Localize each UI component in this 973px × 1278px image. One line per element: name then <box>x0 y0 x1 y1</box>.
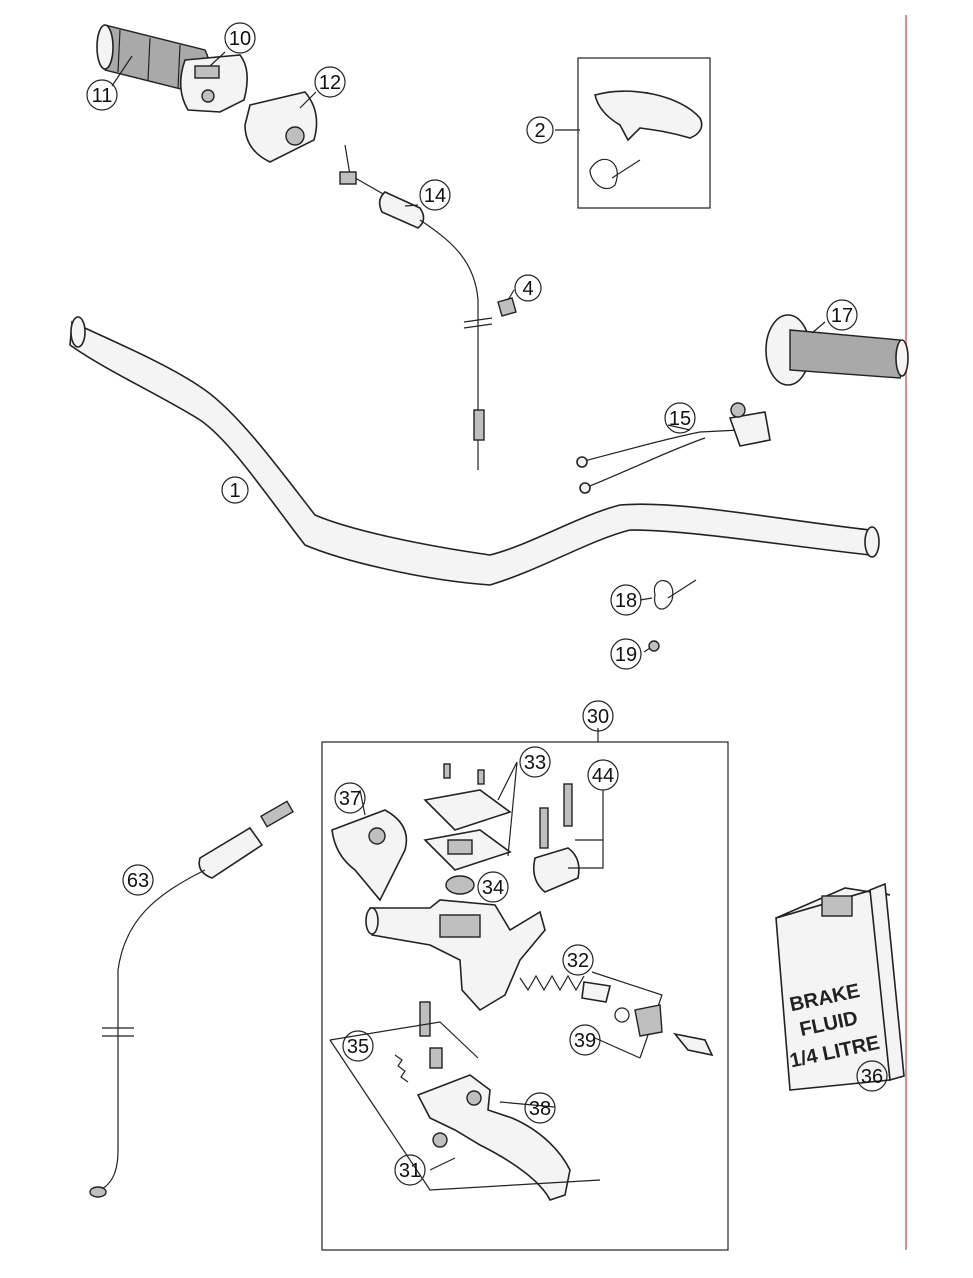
callout-37: 37 <box>334 782 366 814</box>
piston-spring-part <box>519 971 663 1059</box>
left-grip-part <box>765 314 909 386</box>
callout-11-label: 11 <box>92 85 113 107</box>
callout-36-label: 36 <box>861 1066 883 1088</box>
callout-10: 10 <box>224 22 256 54</box>
callout-44-label: 44 <box>592 765 614 787</box>
brake-lever-part <box>329 1039 601 1201</box>
callout-32-label: 32 <box>567 950 589 972</box>
callout-37-label: 37 <box>339 788 361 810</box>
callout-39-label: 39 <box>574 1030 596 1052</box>
callout-15-label: 15 <box>669 408 691 430</box>
master-cylinder-body-part <box>365 899 546 1012</box>
callout-14-label: 14 <box>424 185 446 207</box>
throttle-cable-part <box>339 144 493 470</box>
callout-38-label: 38 <box>529 1098 551 1120</box>
callout-30: 30 <box>582 700 614 732</box>
callout-44: 44 <box>587 759 619 791</box>
callout-31: 31 <box>394 1154 426 1186</box>
throttle-housing-part <box>179 54 248 113</box>
push-rod-part <box>614 1004 714 1057</box>
brake-fluid-can-part <box>775 882 905 1091</box>
handlebar-part <box>69 316 880 586</box>
callout-12: 12 <box>314 66 346 98</box>
callout-14: 14 <box>419 179 451 211</box>
callout-17-label: 17 <box>831 305 853 327</box>
callout-18: 18 <box>610 584 642 616</box>
callout-33: 33 <box>519 746 551 778</box>
callout-2-label: 2 <box>534 120 545 142</box>
cable-tie-part <box>653 579 697 610</box>
kill-switch-part <box>576 402 771 494</box>
master-cylinder-kit-box <box>321 728 729 1251</box>
callout-11: 11 <box>86 79 118 111</box>
callout-17: 17 <box>826 299 858 331</box>
callout-4-label: 4 <box>522 278 533 300</box>
cap-nut-part <box>497 297 517 317</box>
reservoir-cover-part <box>423 789 512 871</box>
clamp-bolts-part <box>532 783 604 893</box>
callout-4: 4 <box>514 274 542 302</box>
diaphragm-part <box>445 875 475 895</box>
callout-2: 2 <box>526 116 554 144</box>
callout-34-label: 34 <box>482 877 504 899</box>
callout-1-label: 1 <box>229 480 240 502</box>
callout-32: 32 <box>562 944 594 976</box>
leader-lines <box>111 51 826 1171</box>
callout-35: 35 <box>342 1030 374 1062</box>
small-nut-part <box>648 640 660 652</box>
cover-screws-part <box>443 761 518 857</box>
callout-33-label: 33 <box>524 752 546 774</box>
callout-35-label: 35 <box>347 1036 369 1058</box>
callout-39: 39 <box>569 1024 601 1056</box>
callout-15: 15 <box>664 402 696 434</box>
callout-1: 1 <box>221 476 249 504</box>
callout-34: 34 <box>477 871 509 903</box>
callout-30-label: 30 <box>587 706 609 728</box>
clutch-cable-part <box>89 800 294 1198</box>
callout-19-label: 19 <box>615 644 637 666</box>
callout-63: 63 <box>122 864 154 896</box>
callout-18-label: 18 <box>615 590 637 612</box>
handguard-kit-box <box>577 57 711 209</box>
callout-12-label: 12 <box>319 72 341 94</box>
callout-36: 36 <box>856 1060 888 1092</box>
callout-31-label: 31 <box>399 1160 421 1182</box>
throttle-cover-part <box>244 91 318 163</box>
lever-guard-part <box>331 809 408 902</box>
callout-38: 38 <box>524 1092 556 1124</box>
callout-10-label: 10 <box>229 28 251 50</box>
callout-19: 19 <box>610 638 642 670</box>
callout-63-label: 63 <box>127 870 149 892</box>
